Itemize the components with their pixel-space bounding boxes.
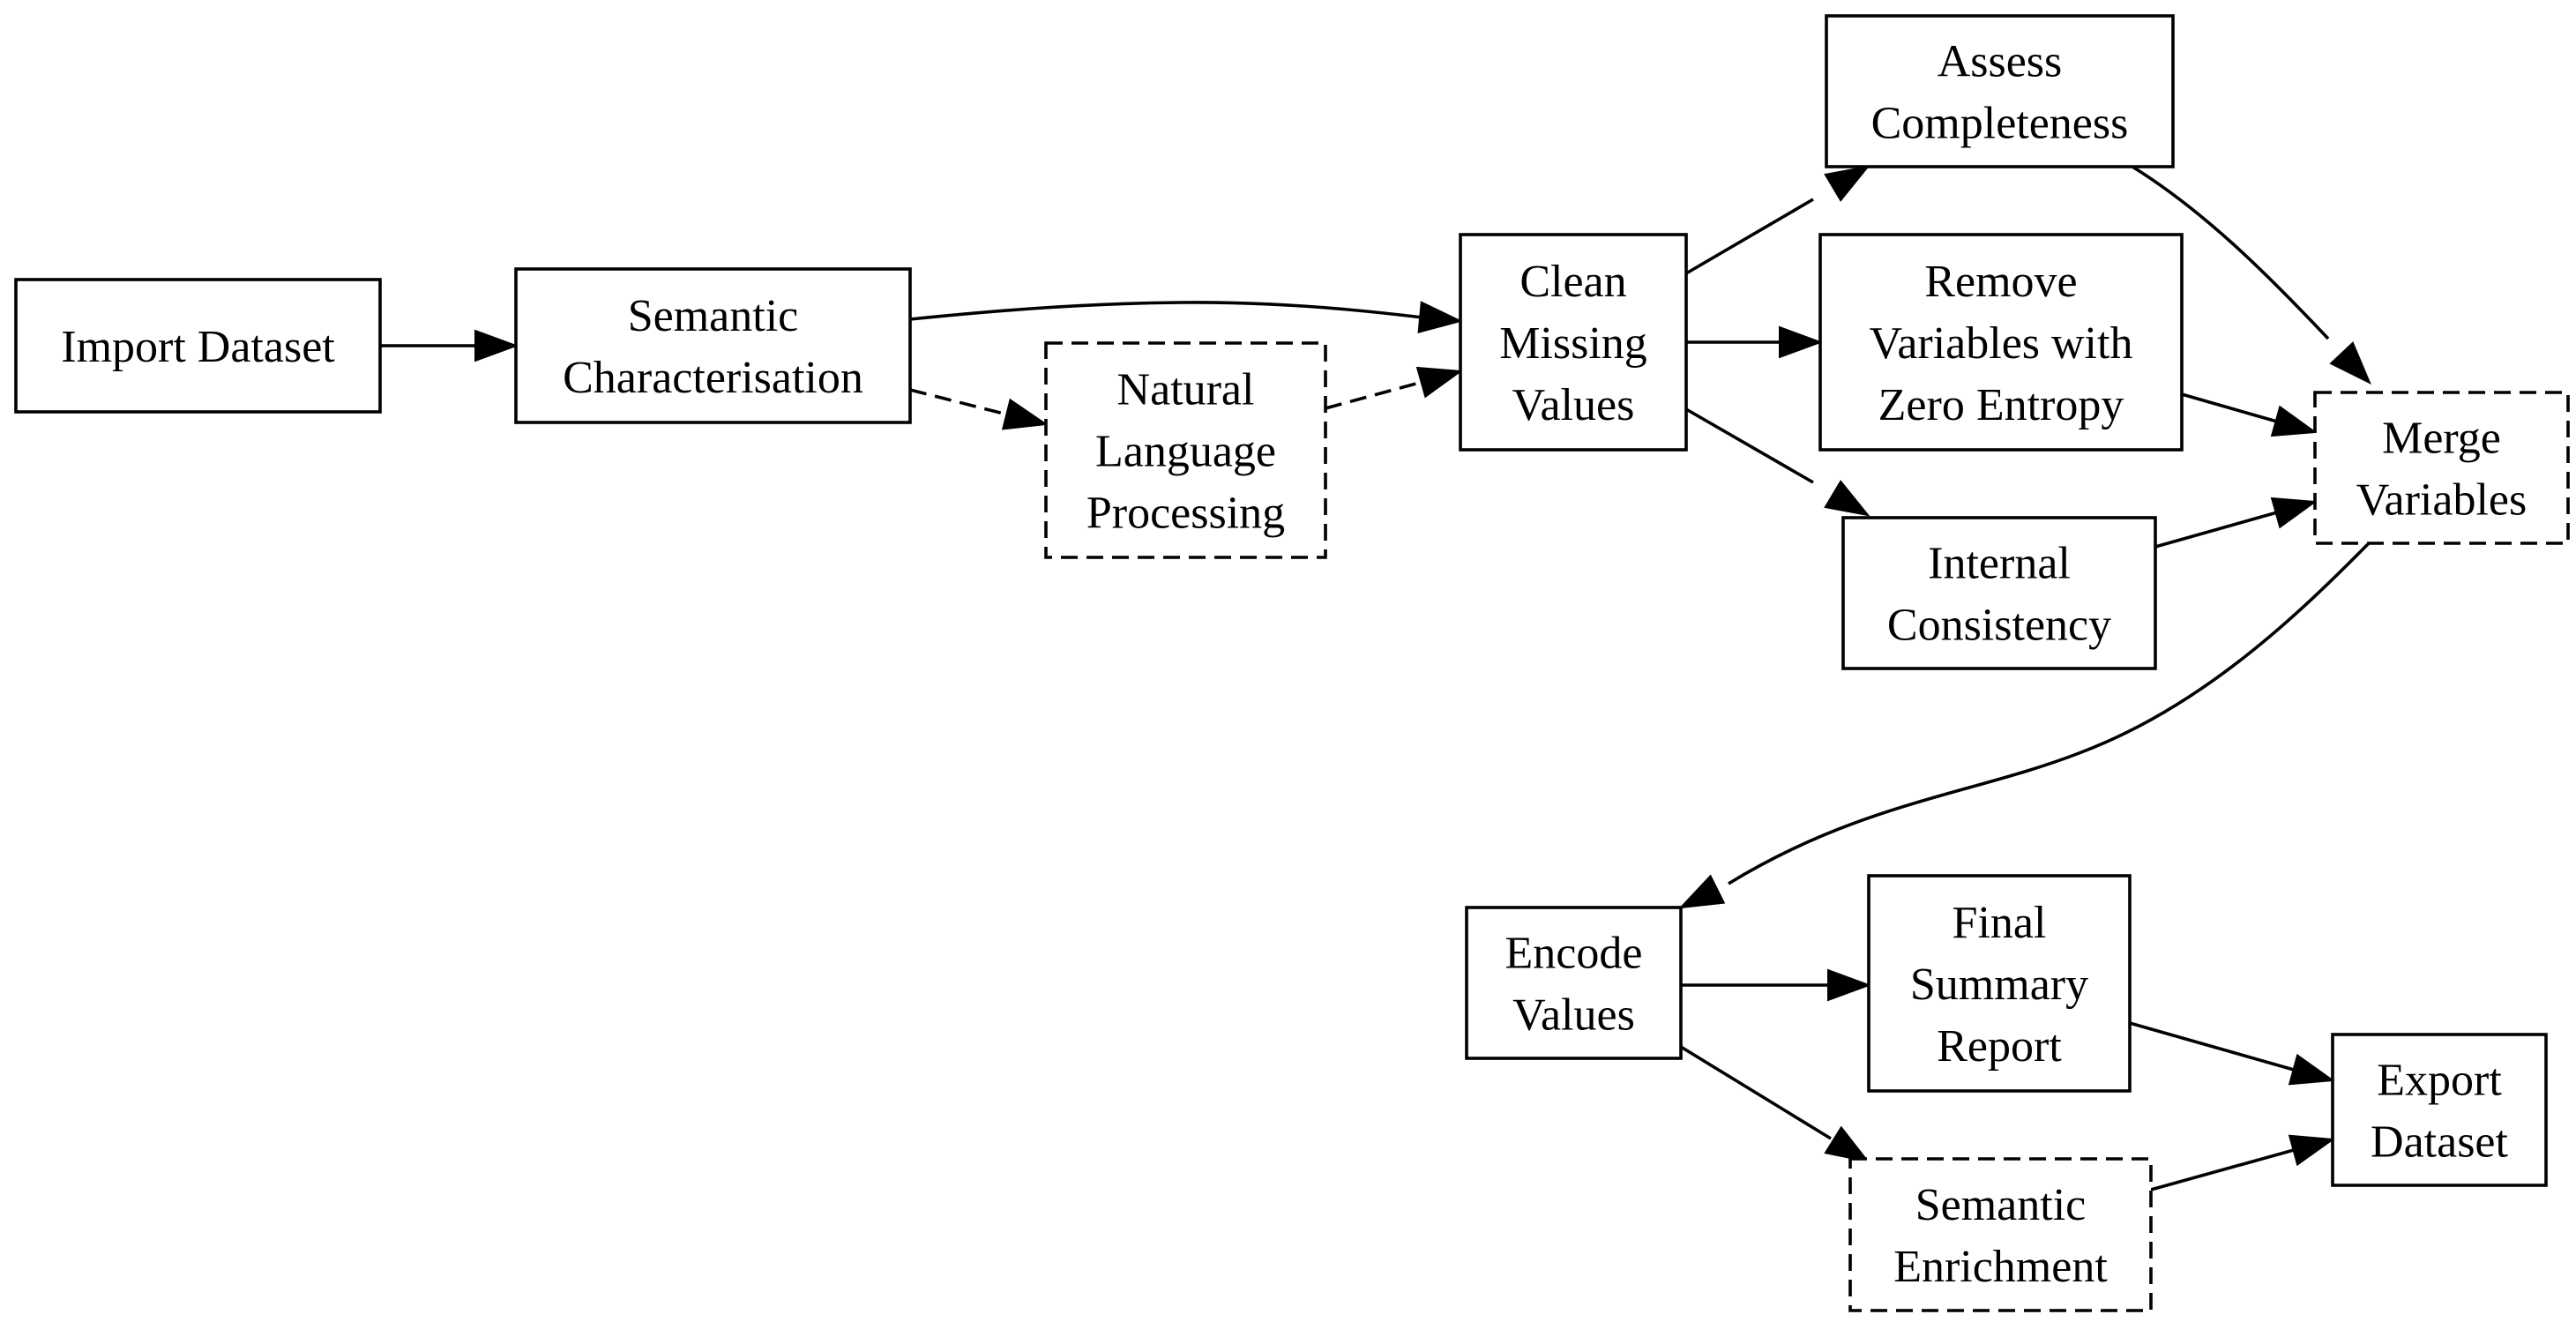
arrowhead-icon (1417, 301, 1463, 334)
edge-line (2154, 511, 2278, 549)
arrowhead-icon (1678, 874, 1726, 909)
edge-line (909, 388, 1008, 416)
arrowhead-icon (2329, 341, 2371, 385)
edge-final-summary-report-to-export-dataset (2129, 1021, 2335, 1086)
edge-encode-values-to-final-summary-report (1681, 968, 1871, 1002)
edge-clean-missing-values-to-assess-completeness (1685, 165, 1870, 275)
edge-line (2181, 392, 2278, 423)
node-label-line: Summary (1910, 960, 2088, 1010)
node-label-line: Consistency (1887, 601, 2111, 651)
edge-import-dataset-to-semantic-characterisation (380, 329, 519, 362)
edge-clean-missing-values-to-remove-zero-entropy (1686, 325, 1823, 359)
node-box (14, 278, 382, 414)
edge-line (2129, 1021, 2295, 1072)
node-label-line: Remove (1924, 257, 2077, 307)
node-label-line: Internal (1928, 539, 2071, 589)
edge-line (1685, 407, 1814, 484)
arrowhead-icon (1827, 968, 1871, 1002)
node-label-line: Clean (1519, 257, 1626, 307)
edge-assess-completeness-to-merge-variables (2132, 165, 2371, 385)
node-label-line: Assess (1938, 37, 2063, 87)
node-import-dataset: Import Dataset (14, 278, 382, 414)
arrowhead-icon (2270, 497, 2318, 529)
node-label-line: Processing (1086, 489, 1285, 539)
node-box (1867, 874, 2132, 1093)
node-box (1459, 233, 1688, 452)
arrowhead-icon (2270, 405, 2318, 437)
node-label-line: Import Dataset (61, 322, 335, 372)
edge-remove-zero-entropy-to-merge-variables (2181, 392, 2318, 437)
node-label-line: Natural (1117, 365, 1255, 415)
edge-line (1685, 198, 1814, 275)
node-label-line: Variables with (1870, 318, 2133, 369)
node-label-line: Dataset (2371, 1117, 2508, 1168)
arrowhead-icon (474, 329, 519, 362)
arrowhead-icon (1415, 366, 1463, 399)
node-label-line: Variables (2356, 475, 2527, 526)
node-label-line: Semantic (628, 291, 799, 341)
edge-semantic-characterisation-to-natural-language-processing (909, 388, 1049, 430)
node-label-line: Zero Entropy (1878, 380, 2124, 430)
node-box (1848, 1157, 2153, 1312)
arrowhead-icon (1824, 480, 1870, 517)
arrowhead-icon (2288, 1134, 2335, 1167)
edge-line (2132, 165, 2330, 340)
edge-internal-consistency-to-merge-variables (2154, 497, 2318, 549)
node-box (1841, 516, 2157, 670)
edge-natural-language-processing-to-clean-missing-values (1325, 366, 1463, 410)
edge-semantic-characterisation-to-clean-missing-values (909, 301, 1463, 334)
edge-line (909, 301, 1423, 321)
node-label-line: Missing (1499, 318, 1647, 369)
node-label-line: Export (2377, 1056, 2502, 1106)
node-label-line: Language (1095, 427, 1276, 477)
node-box (1825, 14, 2175, 168)
edge-line (2150, 1148, 2295, 1191)
node-label-line: Values (1512, 380, 1635, 430)
node-label-line: Merge (2382, 414, 2501, 464)
node-label-line: Completeness (1871, 99, 2129, 149)
edge-line (1728, 541, 2371, 885)
edge-line (1680, 1045, 1832, 1140)
node-box (1465, 906, 1683, 1060)
arrowhead-icon (1779, 325, 1823, 359)
edge-encode-values-to-semantic-enrichment (1680, 1045, 1870, 1163)
edge-line (1325, 380, 1423, 410)
node-box (1044, 341, 1327, 559)
node-box (2313, 391, 2570, 545)
node-box (514, 267, 912, 424)
edge-clean-missing-values-to-internal-consistency (1685, 407, 1870, 517)
arrowhead-icon (1824, 165, 1870, 202)
node-label-line: Characterisation (563, 353, 863, 403)
edges-layer (380, 165, 2371, 1191)
node-label-line: Values (1512, 990, 1635, 1041)
node-label-line: Enrichment (1893, 1242, 2108, 1292)
arrowhead-icon (1824, 1125, 1870, 1163)
node-label-line: Semantic (1915, 1180, 2087, 1230)
arrowhead-icon (1001, 398, 1049, 430)
node-label-line: Report (1937, 1021, 2062, 1072)
node-box (2331, 1033, 2548, 1187)
edge-semantic-enrichment-to-export-dataset (2150, 1134, 2335, 1191)
arrowhead-icon (2288, 1053, 2335, 1086)
edge-merge-variables-to-encode-values (1678, 541, 2371, 909)
node-box (1818, 233, 2184, 452)
node-label-line: Encode (1505, 929, 1643, 979)
node-label-line: Final (1953, 898, 2047, 948)
